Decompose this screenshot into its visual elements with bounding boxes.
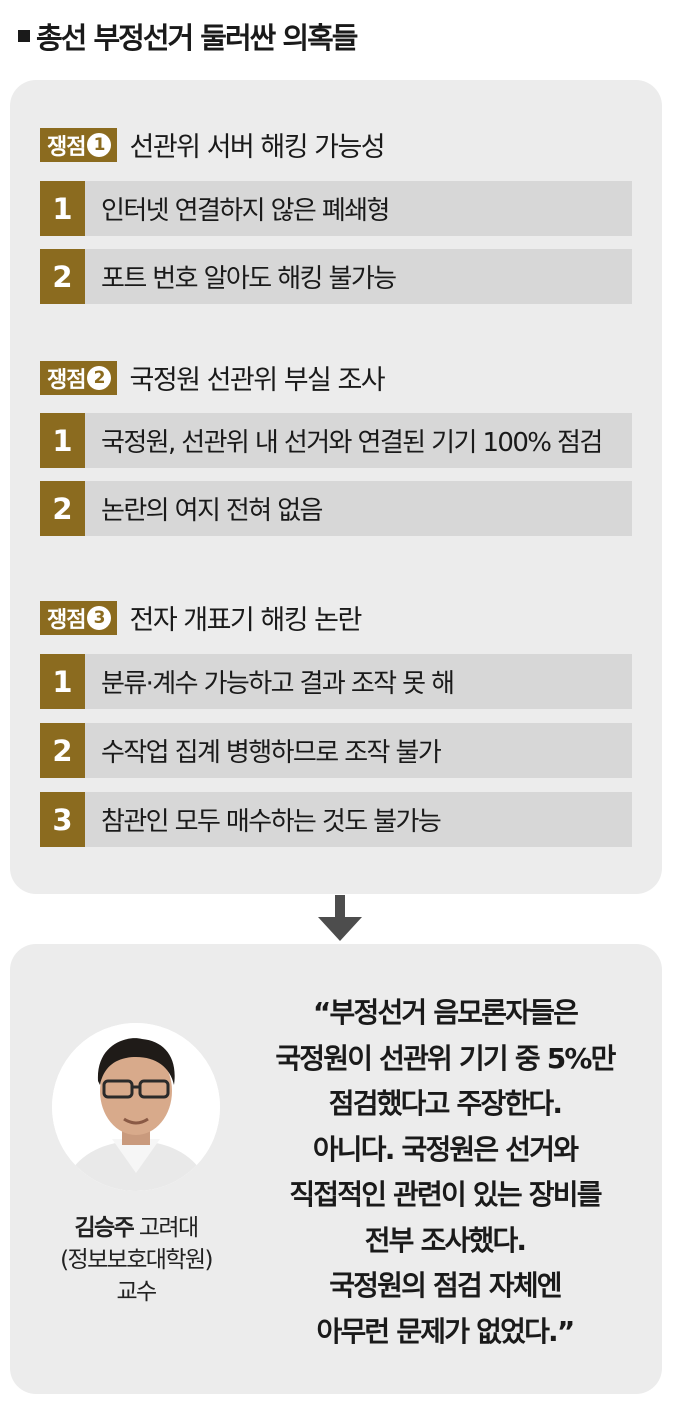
issue-tag-label: 쟁점 bbox=[47, 607, 86, 633]
issue-tag-label: 쟁점 bbox=[47, 134, 86, 160]
item-text: 논란의 여지 전혀 없음 bbox=[101, 496, 323, 526]
expert-name-line: 김승주 고려대 bbox=[34, 1208, 238, 1242]
page-title: 총선 부정선거 둘러싼 의혹들 bbox=[18, 14, 358, 58]
list-item: 1 인터넷 연결하지 않은 폐쇄형 bbox=[40, 181, 632, 236]
list-item: 2 수작업 집계 병행하므로 조작 불가 bbox=[40, 723, 632, 778]
item-number: 2 bbox=[40, 249, 85, 304]
item-text: 포트 번호 알아도 해킹 불가능 bbox=[101, 264, 397, 294]
item-number: 1 bbox=[40, 654, 85, 709]
issue-2-header: 쟁점 2 국정원 선관위 부실 조사 bbox=[40, 358, 386, 397]
item-text: 인터넷 연결하지 않은 폐쇄형 bbox=[101, 196, 390, 226]
list-item: 2 포트 번호 알아도 해킹 불가능 bbox=[40, 249, 632, 304]
list-item: 1 분류·계수 가능하고 결과 조작 못 해 bbox=[40, 654, 632, 709]
quote-line: 국정원이 선관위 기기 중 5%만 bbox=[275, 1041, 616, 1075]
issues-panel: 쟁점 1 선관위 서버 해킹 가능성 1 인터넷 연결하지 않은 폐쇄형 2 포… bbox=[10, 80, 662, 894]
item-number: 1 bbox=[40, 181, 85, 236]
item-number: 2 bbox=[40, 481, 85, 536]
issue-1-tag: 쟁점 1 bbox=[40, 127, 118, 162]
list-item: 3 참관인 모두 매수하는 것도 불가능 bbox=[40, 792, 632, 847]
item-text: 분류·계수 가능하고 결과 조작 못 해 bbox=[101, 669, 455, 699]
issue-1-title: 선관위 서버 해킹 가능성 bbox=[129, 132, 385, 163]
list-item: 2 논란의 여지 전혀 없음 bbox=[40, 481, 632, 536]
issue-2-tag: 쟁점 2 bbox=[40, 360, 118, 395]
square-bullet-icon bbox=[18, 30, 30, 42]
page-title-text: 총선 부정선거 둘러싼 의혹들 bbox=[36, 21, 358, 55]
expert-department: (정보보호대학원) bbox=[60, 1247, 213, 1273]
expert-portrait bbox=[52, 1023, 220, 1191]
quote-line: 전부 조사했다. bbox=[364, 1223, 527, 1257]
issue-3-title: 전자 개표기 해킹 논란 bbox=[129, 605, 362, 636]
item-number: 2 bbox=[40, 723, 85, 778]
expert-quote: “부정선거 음모론자들은 국정원이 선관위 기기 중 5%만 점검했다고 주장한… bbox=[232, 990, 658, 1354]
list-item: 1 국정원, 선관위 내 선거와 연결된 기기 100% 점검 bbox=[40, 413, 632, 468]
item-text: 국정원, 선관위 내 선거와 연결된 기기 100% 점검 bbox=[101, 428, 603, 458]
quote-line: 아무런 문제가 없었다.” bbox=[316, 1314, 576, 1348]
issue-3-tag: 쟁점 3 bbox=[40, 600, 118, 635]
issue-number-circle-icon: 1 bbox=[87, 132, 112, 157]
issue-tag-label: 쟁점 bbox=[47, 367, 86, 393]
expert-name: 김승주 bbox=[74, 1215, 134, 1241]
issue-3-header: 쟁점 3 전자 개표기 해킹 논란 bbox=[40, 598, 362, 637]
issue-number-circle-icon: 2 bbox=[87, 365, 112, 390]
quote-line: 점검했다고 주장한다. bbox=[328, 1087, 563, 1120]
issue-1-header: 쟁점 1 선관위 서버 해킹 가능성 bbox=[40, 125, 386, 164]
portrait-illustration bbox=[52, 1023, 220, 1191]
expert-position: 교수 bbox=[116, 1279, 157, 1305]
quote-line: “부정선거 음모론자들은 bbox=[312, 996, 579, 1029]
expert-affiliation: 고려대 bbox=[138, 1215, 199, 1241]
item-number: 3 bbox=[40, 792, 85, 847]
item-number: 1 bbox=[40, 413, 85, 468]
issue-2-title: 국정원 선관위 부실 조사 bbox=[129, 365, 385, 396]
item-text: 참관인 모두 매수하는 것도 불가능 bbox=[101, 807, 442, 837]
quote-line: 아니다. 국정원은 선거와 bbox=[312, 1132, 579, 1166]
quote-line: 직접적인 관련이 있는 장비를 bbox=[289, 1178, 602, 1211]
item-text: 수작업 집계 병행하므로 조작 불가 bbox=[101, 738, 442, 768]
quote-line: 국정원의 점검 자체엔 bbox=[329, 1269, 562, 1302]
arrow-down-icon bbox=[318, 895, 362, 941]
issue-number-circle-icon: 3 bbox=[87, 605, 112, 630]
